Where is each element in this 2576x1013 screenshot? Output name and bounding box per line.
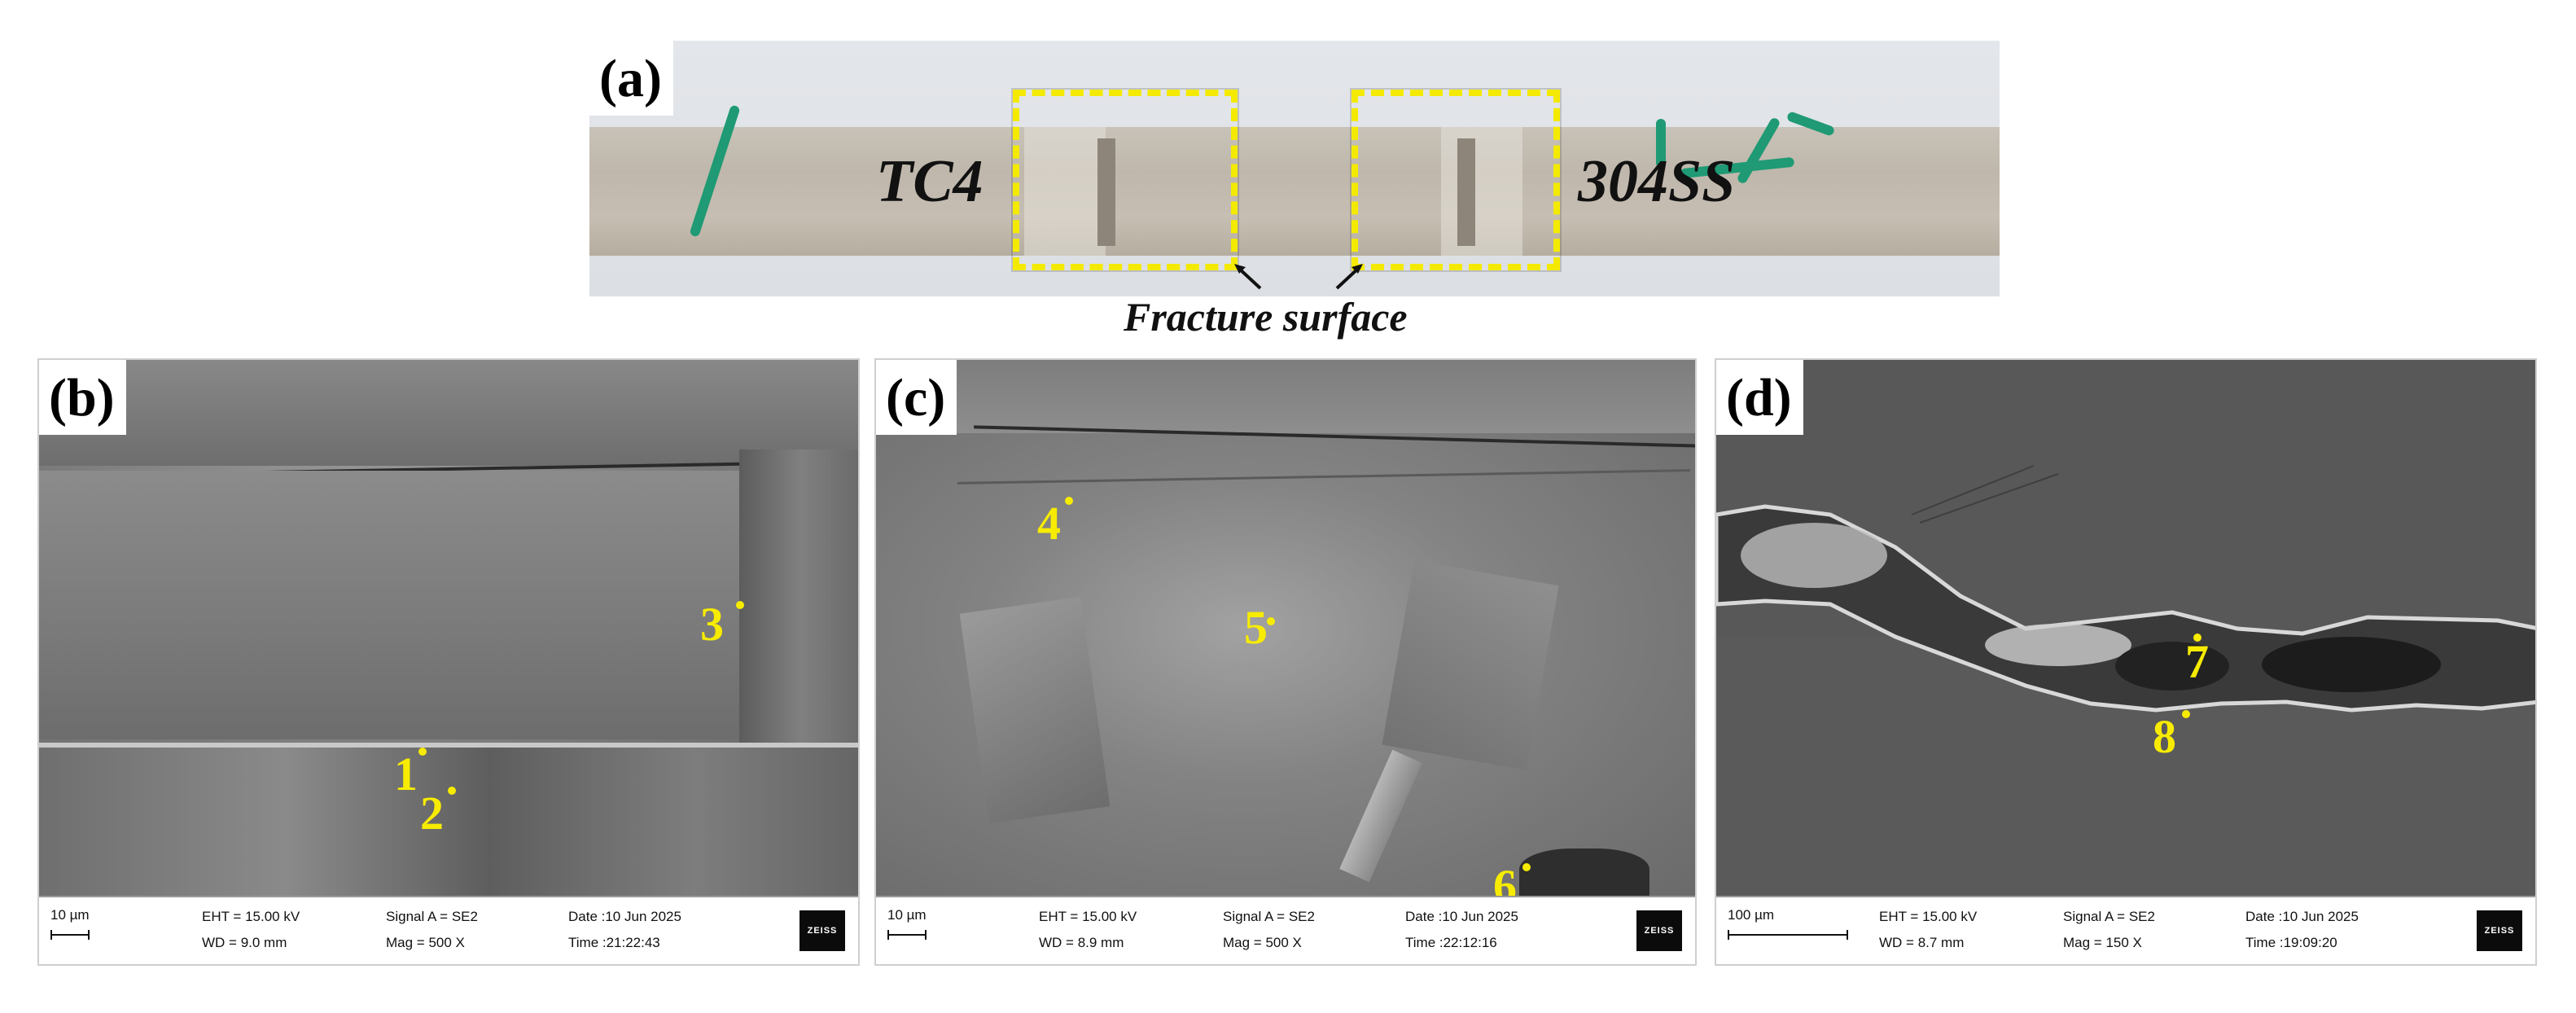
mag-value: Mag = 500 X [1223,935,1302,950]
zeiss-logo: ZEISS [800,910,845,951]
time-value: Time :22:12:16 [1405,935,1497,950]
eht-value: EHT = 15.00 kV [1879,909,1978,924]
zeiss-logo: ZEISS [2477,910,2522,951]
weld-seam-right [1457,138,1475,246]
point-label-5: 5 [1244,601,1268,654]
fracture-surface-caption: Fracture surface [1124,294,1408,340]
sem-image-c [876,360,1695,901]
point-label-4: 4 [1037,497,1061,550]
sem-image-b [39,360,858,897]
scale-label: 100 µm [1728,907,1775,923]
sem-panel-d: (d) 7 8 100 µm EHT = 15.00 kV WD = 8.7 m… [1715,358,2537,966]
panel-label-a: (a) [589,41,673,116]
sem-panel-c: (c) 4 5 6 10 µm EHT = 15.00 kV WD = 8.9 … [874,358,1697,966]
point-marker [736,601,744,609]
arrow-icon [1234,264,1262,290]
weld-seam-left [1097,138,1115,246]
point-marker [1522,863,1531,871]
specimen-photo: (a) TC4 304SS [589,41,2000,296]
interface-band [1716,465,2535,713]
date-value: Date :10 Jun 2025 [568,909,681,924]
signal-value: Signal A = SE2 [2063,909,2155,924]
point-marker [2193,634,2201,642]
panel-label-c: (c) [876,360,957,435]
sem-image-d [1716,360,2535,897]
fracture-box-left [1011,88,1239,272]
point-label-1: 1 [394,748,418,800]
arrow-icon [1335,264,1363,290]
label-tc4: TC4 [876,148,984,215]
scale-label: 10 µm [887,907,927,923]
mag-value: Mag = 150 X [2063,935,2142,950]
point-marker [448,787,456,795]
sem-info-bar: 10 µm EHT = 15.00 kV WD = 9.0 mm Signal … [39,896,858,964]
scale-bar [1728,930,1848,940]
zeiss-logo: ZEISS [1636,910,1682,951]
specimen-strip [589,127,2000,256]
point-label-2: 2 [420,787,444,840]
point-marker [2182,710,2190,718]
wd-value: WD = 8.7 mm [1879,935,1965,950]
pen-mark-right-1 [1656,119,1666,168]
eht-value: EHT = 15.00 kV [1039,909,1137,924]
label-304ss: 304SS [1578,148,1736,215]
panel-label-d: (d) [1716,360,1803,435]
scale-bar [50,930,90,940]
scale-bar [887,930,927,940]
wd-value: WD = 9.0 mm [202,935,287,950]
point-marker [418,748,427,756]
date-value: Date :10 Jun 2025 [1405,909,1518,924]
point-label-3: 3 [700,598,724,651]
signal-value: Signal A = SE2 [1223,909,1315,924]
point-marker [1267,617,1275,625]
point-label-7: 7 [2185,635,2209,688]
date-value: Date :10 Jun 2025 [2245,909,2359,924]
sem-info-bar: 100 µm EHT = 15.00 kV WD = 8.7 mm Signal… [1716,896,2535,964]
point-label-8: 8 [2153,710,2176,763]
mag-value: Mag = 500 X [386,935,465,950]
time-value: Time :19:09:20 [2245,935,2337,950]
fracture-box-right [1350,88,1562,272]
sem-info-bar: 10 µm EHT = 15.00 kV WD = 8.9 mm Signal … [876,896,1695,964]
time-value: Time :21:22:43 [568,935,660,950]
eht-value: EHT = 15.00 kV [202,909,300,924]
point-marker [1065,497,1073,505]
scale-label: 10 µm [50,907,90,923]
signal-value: Signal A = SE2 [386,909,478,924]
wd-value: WD = 8.9 mm [1039,935,1124,950]
sem-panel-b: (b) 1 2 3 10 µm EHT = 15.00 kV WD = 9.0 … [37,358,860,966]
panel-label-b: (b) [39,360,126,435]
